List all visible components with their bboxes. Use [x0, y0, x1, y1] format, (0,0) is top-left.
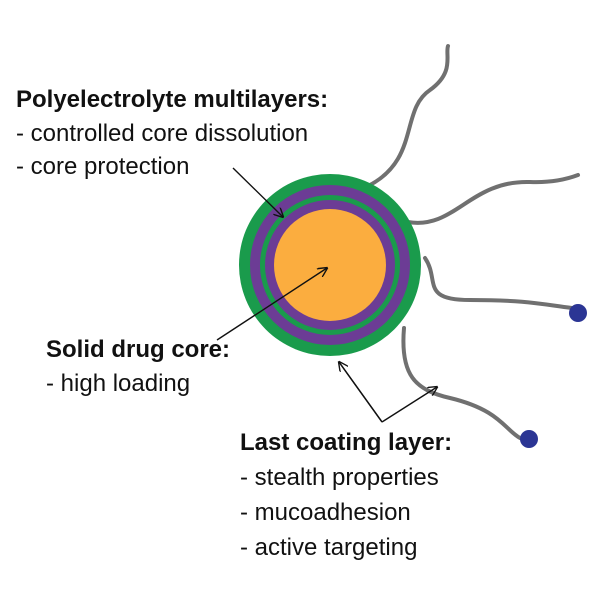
coating-item: - mucoadhesion	[240, 499, 411, 526]
multilayers-item: - controlled core dissolution	[16, 120, 308, 147]
nanoparticle	[239, 174, 421, 356]
coating-item: - active targeting	[240, 534, 417, 561]
label-coating: Last coating layer: - stealth properties…	[240, 429, 452, 561]
polymer-chains	[366, 44, 580, 440]
arrow-core	[216, 268, 327, 341]
polymer-chain-1	[366, 44, 450, 188]
polymer-chain-2	[406, 173, 580, 225]
multilayers-title: Polyelectrolyte multilayers:	[16, 86, 328, 113]
arrow-multilayers	[232, 167, 283, 217]
ligand-dot-1	[569, 304, 587, 322]
label-core: Solid drug core: - high loading	[46, 336, 230, 397]
polymer-chain-3	[423, 256, 574, 310]
coating-item: - stealth properties	[240, 464, 439, 491]
core-item: - high loading	[46, 370, 190, 397]
pointer-arrows	[216, 167, 437, 423]
multilayers-item: - core protection	[16, 153, 189, 180]
label-multilayers: Polyelectrolyte multilayers: - controlle…	[16, 86, 328, 180]
core-title: Solid drug core:	[46, 336, 230, 363]
drug-core	[274, 209, 386, 321]
arrow-coating-head-1	[339, 362, 383, 423]
coating-title: Last coating layer:	[240, 429, 452, 456]
ligand-dot-2	[520, 430, 538, 448]
polymer-chain-4	[401, 326, 522, 440]
arrow-coating-head-2	[381, 387, 437, 423]
